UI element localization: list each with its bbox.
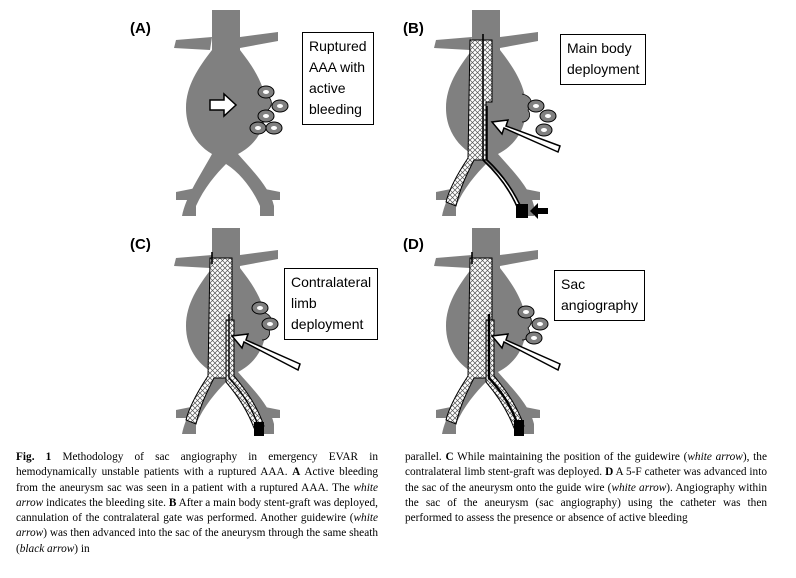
callout-line: Contralateral (291, 274, 372, 290)
white-arrow (230, 333, 301, 372)
callout-line: bleeding (309, 101, 362, 117)
panel-c-letter: (C) (130, 236, 151, 253)
panel-a-callout: Ruptured AAA with active bleeding (302, 32, 374, 125)
panel-b-letter: (B) (403, 20, 424, 37)
black-arrow (530, 203, 548, 219)
panel-c-callout: Contralateral limb deployment (284, 268, 379, 340)
panel-a-drawing (173, 9, 289, 217)
figure-label: Fig. 1 (16, 451, 52, 463)
white-arrow (490, 333, 561, 372)
callout-line: Sac (561, 276, 586, 292)
panel-c-drawing (173, 227, 301, 436)
callout-line: angiography (561, 297, 639, 313)
caption-right-column: parallel. C While maintaining the positi… (405, 451, 767, 525)
panel-b-callout: Main body deployment (560, 34, 647, 85)
callout-line: AAA with (309, 59, 366, 75)
panel-d-drawing (433, 227, 561, 436)
panel-d-callout: Sac angiography (554, 270, 646, 321)
panel-d-letter: (D) (403, 236, 424, 253)
callout-line: Main body (567, 40, 632, 56)
callout-line: deployment (567, 61, 640, 77)
callout-line: Ruptured (309, 38, 367, 54)
callout-line: active (309, 80, 346, 96)
panel-b-drawing (433, 9, 561, 219)
callout-line: limb (291, 295, 317, 311)
white-arrow (209, 92, 238, 118)
callout-line: deployment (291, 316, 364, 332)
caption-left-column: Fig. 1 Methodology of sac angiography in… (16, 451, 378, 555)
white-arrow (490, 119, 561, 154)
panel-a-letter: (A) (130, 20, 151, 37)
figure-illustration (173, 9, 561, 436)
